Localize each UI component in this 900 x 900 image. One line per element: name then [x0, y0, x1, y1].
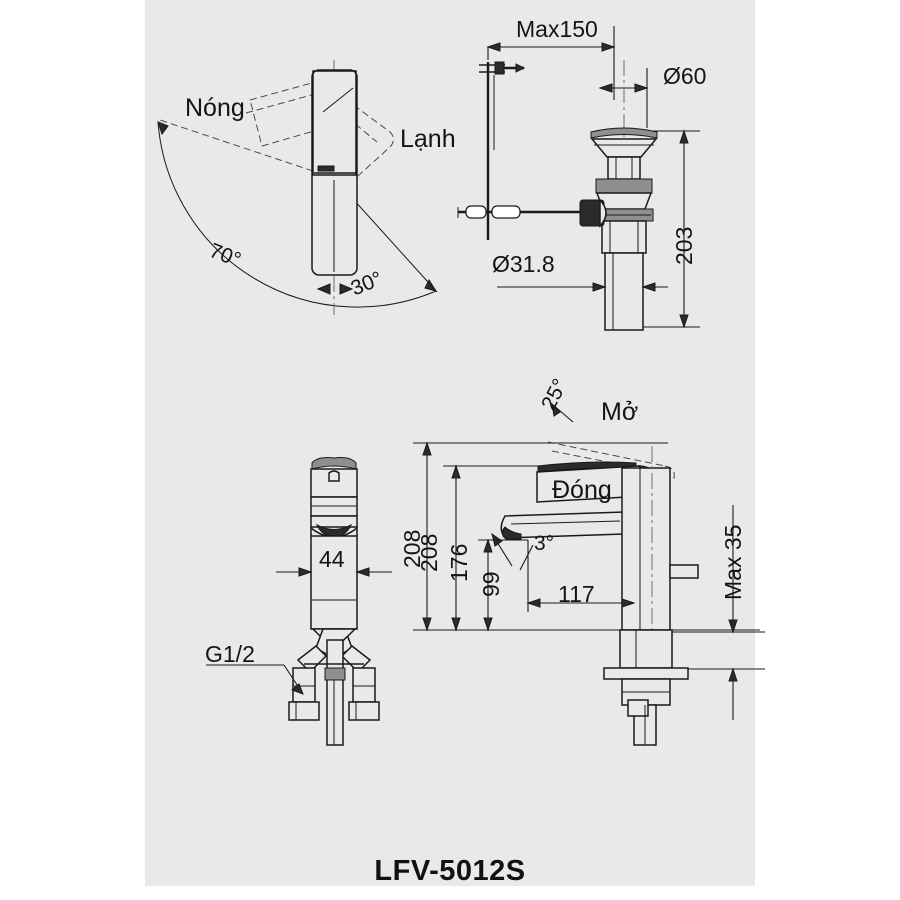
pivot-nut-boss — [579, 198, 607, 228]
dim-25deg-arrow — [551, 402, 561, 417]
view-faucet-front — [206, 457, 392, 746]
mounting-washer — [603, 667, 689, 680]
dim-117-arrow-r — [621, 598, 636, 608]
label-203: 203 — [671, 226, 697, 265]
dim-max150-arrow-r — [601, 42, 616, 52]
popup-pivot-rod — [457, 205, 594, 219]
mounting-stud — [326, 639, 344, 746]
label-mo: Mở — [601, 398, 639, 426]
view-popup-drain — [457, 26, 700, 331]
handle-knob — [328, 470, 340, 482]
leg-left-tube — [292, 667, 316, 703]
column-side — [621, 467, 671, 631]
label-g12: G1/2 — [205, 641, 255, 667]
dim-44-arrow-r — [355, 567, 370, 577]
dim-203-arrow-top — [679, 129, 689, 144]
dim-99-arrow-bot — [483, 617, 493, 632]
side-nub — [669, 564, 699, 579]
view-handle-swivel — [157, 60, 438, 315]
label-dong: Đóng — [552, 476, 612, 504]
faucet-column-front — [310, 457, 358, 630]
label-d318: Ø31.8 — [492, 251, 555, 277]
dim-max35-arrow-bot — [728, 667, 738, 682]
leg-right-tube — [352, 667, 376, 703]
g12-leader-arrow — [291, 683, 304, 695]
drain-tailpiece — [604, 252, 644, 331]
base-shank — [619, 629, 673, 669]
view-faucet-side — [413, 402, 765, 746]
drain-body — [601, 220, 647, 254]
label-99: 99 — [478, 571, 504, 597]
label-max150: Max150 — [516, 16, 598, 42]
handle-plate — [312, 70, 357, 176]
handle-ghost-cold — [329, 91, 394, 188]
nut-right — [348, 701, 380, 721]
dim-d318-arrow-r — [641, 282, 656, 292]
model-number-label: LFV-5012S — [374, 855, 526, 887]
label-208-side: 208 — [416, 533, 442, 572]
center-arrow-left — [316, 283, 331, 295]
aerator-tip — [501, 526, 522, 540]
dim-d60-arrow-r — [634, 83, 649, 93]
popup-stem — [607, 156, 641, 180]
label-117: 117 — [558, 581, 595, 607]
dim-176-arrow-bot — [451, 617, 461, 632]
faucet-body-side — [500, 446, 699, 746]
dim-176-arrow-top — [451, 464, 461, 479]
dim-99-arrow-top — [483, 538, 493, 553]
dim-208-arrow-bot — [422, 617, 432, 632]
spout-arm-seam — [510, 520, 621, 525]
handle-detail-diagonal-a — [322, 87, 354, 113]
center-arrow-right — [339, 283, 354, 295]
lever-thumb-pad — [315, 523, 353, 538]
swivel-limit-left — [159, 119, 335, 179]
dim-max35-arrow-top — [728, 619, 738, 634]
stud-collar — [324, 667, 346, 681]
supply-legs — [288, 628, 380, 746]
label-hot: Nóng — [185, 94, 245, 122]
faucet-shaft — [310, 535, 358, 630]
lock-nut-side — [627, 699, 649, 717]
label-176: 176 — [446, 543, 472, 582]
label-44: 44 — [319, 546, 345, 572]
label-max35: Max 35 — [720, 524, 746, 600]
dim-44-arrow-l — [298, 567, 313, 577]
label-3deg: 3° — [534, 532, 555, 555]
handle-base-band — [310, 515, 358, 528]
label-d60: Ø60 — [663, 63, 707, 89]
arc-arrow-left — [157, 121, 169, 136]
handle-cap — [311, 457, 357, 470]
dim-d60-arrow-l — [598, 83, 613, 93]
lift-rod-knob — [479, 61, 526, 75]
popup-cap — [590, 127, 658, 158]
dim-d318-arrow-l — [592, 282, 607, 292]
dim-117-arrow-l — [526, 598, 541, 608]
handle-notch — [317, 165, 335, 172]
dim-203-arrow-bot — [679, 314, 689, 329]
nut-left — [288, 701, 320, 721]
label-cold: Lạnh — [400, 125, 456, 153]
dim-208-arrow-top — [422, 441, 432, 456]
dim-max150-arrow-l — [486, 42, 501, 52]
swivel-arc — [157, 121, 437, 308]
